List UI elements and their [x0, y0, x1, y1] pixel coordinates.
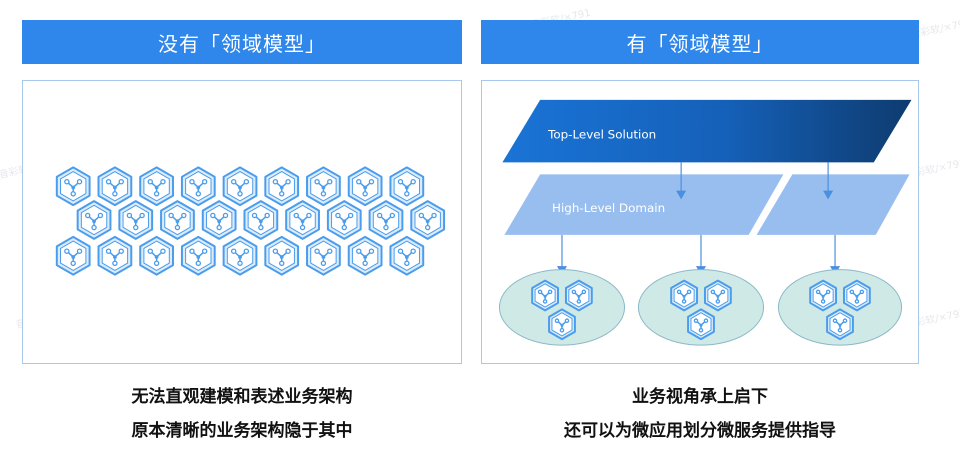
bounded-context-ellipse — [498, 269, 626, 346]
hexagon-network-icon — [222, 166, 258, 207]
high-level-domain-shape-secondary — [756, 174, 910, 235]
hexagon-network-icon — [222, 235, 258, 276]
panel-with-domain-model: Top-Level Solution High-Level Domain — [481, 80, 919, 364]
hexagon-network-icon — [531, 279, 559, 312]
arrow — [823, 162, 834, 200]
hexagon-network-icon — [564, 279, 593, 312]
hexagon-network-icon — [55, 166, 91, 207]
hexagon-network-icon — [264, 166, 300, 207]
arrow — [676, 162, 687, 200]
hexagon-network-icon — [264, 235, 300, 276]
hexagon-network-icon — [826, 308, 854, 341]
hexagon-network-icon — [389, 166, 425, 207]
hexagon-network-icon — [243, 200, 279, 240]
hexagon-network-icon — [670, 279, 699, 312]
hexagon-network-icon — [139, 166, 174, 207]
banner-with-domain-model: 有「领域模型」 — [481, 20, 919, 64]
arrow — [695, 234, 706, 275]
hexagon-cluster — [55, 166, 446, 276]
hexagon-network-icon — [285, 200, 320, 240]
caption-line-1: 业务视角承上启下 — [632, 387, 768, 407]
hexagon-network-icon — [160, 200, 195, 240]
high-level-domain-label: High-Level Domain — [552, 201, 665, 215]
banner-without-domain-model: 没有「领域模型」 — [22, 20, 462, 64]
hexagon-network-icon — [139, 235, 174, 276]
hexagon-network-icon — [180, 166, 216, 207]
arrow — [556, 234, 567, 275]
arrow — [830, 234, 841, 275]
caption-line-2: 原本清晰的业务架构隐于其中 — [131, 421, 353, 441]
hexagon-network-icon — [347, 166, 383, 207]
hexagon-network-icon — [389, 235, 425, 276]
banner-title: 有「领域模型」 — [626, 31, 774, 56]
hexagon-network-icon — [97, 166, 133, 207]
hexagon-network-icon — [306, 166, 341, 207]
bounded-context-ellipse — [637, 269, 765, 346]
panel-without-domain-model — [22, 80, 462, 364]
banner-title: 没有「领域模型」 — [158, 31, 326, 56]
hexagon-network-icon — [118, 200, 154, 240]
hexagon-network-icon — [703, 279, 732, 312]
hexagon-network-icon — [76, 200, 112, 240]
domain-model-diagram: Top-Level Solution High-Level Domain — [498, 99, 912, 346]
high-level-domain-shape — [504, 174, 784, 235]
hexagon-network-icon — [809, 279, 838, 312]
caption-line-2: 还可以为微应用划分微服务提供指导 — [564, 421, 836, 441]
hexagon-network-icon — [180, 235, 216, 276]
hexagon-network-icon — [548, 308, 576, 341]
hexagon-network-icon — [347, 235, 383, 276]
hexagon-network-icon — [306, 235, 341, 276]
hexagon-network-icon — [326, 200, 362, 240]
hexagon-network-icon — [201, 200, 237, 240]
hexagon-network-icon — [368, 200, 404, 240]
hexagon-network-icon — [687, 308, 715, 341]
caption-line-1: 无法直观建模和表述业务架构 — [131, 387, 353, 407]
hexagon-network-icon — [55, 235, 91, 276]
hexagon-network-icon — [410, 200, 446, 240]
top-level-solution-label: Top-Level Solution — [547, 128, 656, 142]
hexagon-network-icon — [842, 279, 871, 312]
top-level-solution-shape — [502, 99, 912, 163]
hexagon-network-icon — [97, 235, 133, 276]
